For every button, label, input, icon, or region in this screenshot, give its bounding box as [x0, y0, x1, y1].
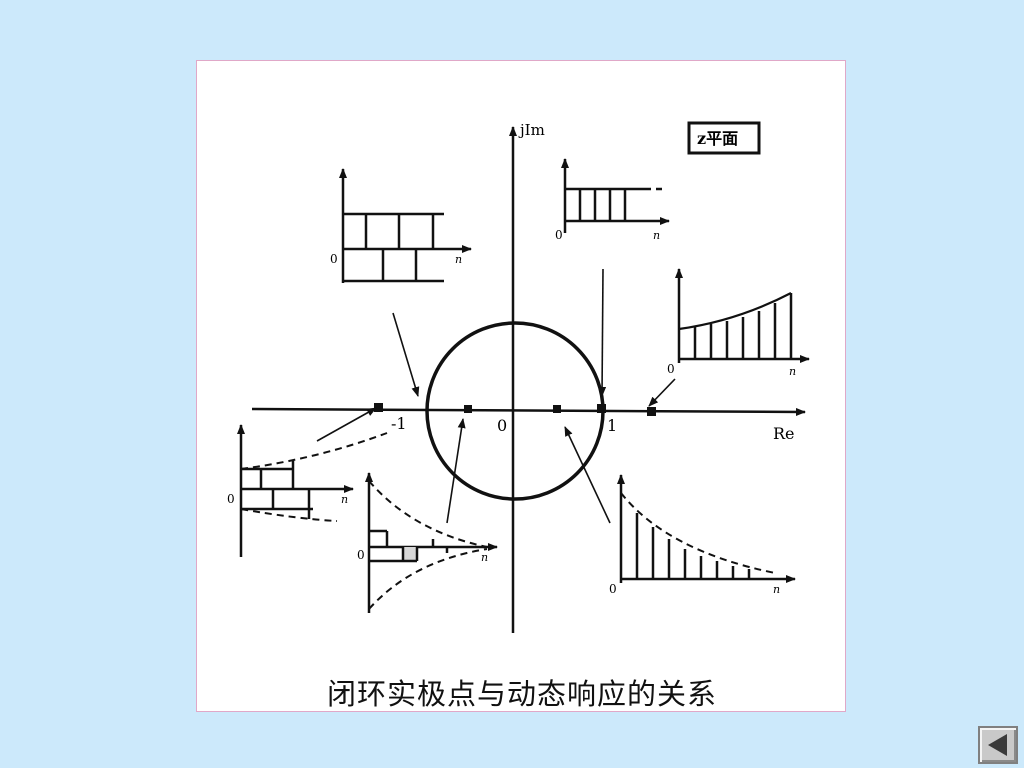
imag-axis-label: jIm	[518, 121, 545, 139]
pole-marker	[374, 403, 383, 412]
z-plane-diagram: jIm Re -1 0 1 z平面 0	[227, 121, 810, 633]
pointer-arrow	[392, 312, 420, 397]
response-axis-label: n	[455, 253, 462, 266]
pole-marker	[647, 407, 656, 416]
response-axis-label: n	[789, 365, 796, 378]
response-growing-monotonic	[675, 268, 810, 363]
response-origin-label: 0	[667, 362, 675, 376]
plane-label: z平面	[697, 129, 738, 148]
pointer-arrow	[598, 268, 607, 397]
tick-one: 1	[607, 416, 617, 435]
real-axis	[251, 407, 806, 416]
response-origin-label: 0	[227, 492, 235, 506]
response-decaying-monotonic	[617, 474, 796, 583]
response-axis-label: n	[481, 551, 488, 564]
triangle-left-icon	[988, 734, 1007, 756]
tick-zero: 0	[497, 416, 507, 435]
pointer-arrow	[316, 407, 377, 442]
slide-frame: jIm Re -1 0 1 z平面 0	[196, 60, 846, 712]
pointer-arrow	[446, 418, 466, 524]
response-axis-label: n	[653, 229, 660, 242]
real-axis-label: Re	[773, 424, 795, 443]
response-alternating-decaying	[365, 472, 498, 613]
pointer-arrow	[564, 426, 611, 524]
response-alternating-sustained	[339, 168, 472, 283]
response-origin-label: 0	[609, 582, 617, 596]
pole-marker	[597, 404, 606, 413]
response-axis-label: n	[341, 493, 348, 506]
response-origin-label: 0	[555, 228, 563, 242]
pole-marker	[553, 405, 561, 413]
pole-marker	[464, 405, 472, 413]
response-axis-label: n	[773, 583, 780, 596]
slide-caption: 闭环实极点与动态响应的关系	[326, 677, 717, 711]
response-constant	[561, 158, 670, 233]
response-alternating-growing	[237, 424, 388, 557]
plane-label-box	[687, 121, 761, 155]
pointer-arrow	[648, 378, 676, 407]
response-origin-label: 0	[330, 252, 338, 266]
response-origin-label: 0	[357, 548, 365, 562]
back-button[interactable]	[978, 726, 1018, 764]
tick-minus-one: -1	[391, 414, 407, 433]
